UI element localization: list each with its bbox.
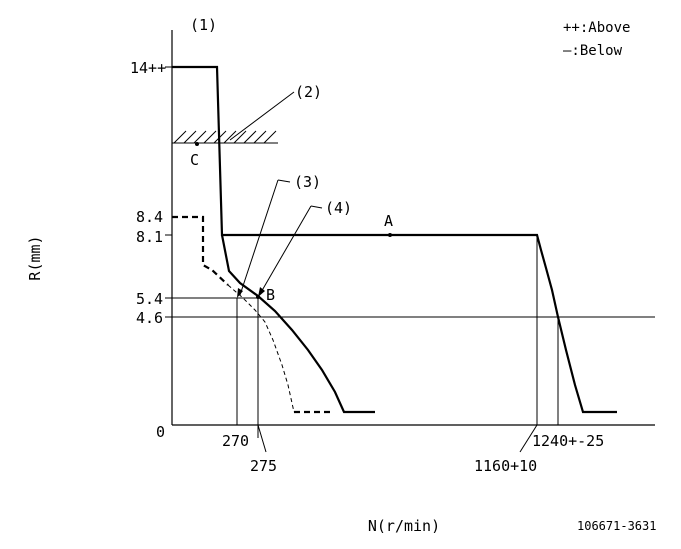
y-tick-14: 14++ <box>130 59 166 77</box>
callout-3-arrow <box>237 288 243 298</box>
y-tick-8-4: 8.4 <box>136 208 163 226</box>
legend-above: ++:Above <box>563 20 630 36</box>
y-axis-label: R(mm) <box>26 235 44 280</box>
stopper-hatching <box>173 130 277 144</box>
callout-3: (3) <box>294 173 321 191</box>
point-a-label: A <box>384 212 393 230</box>
y-tick-4-6: 4.6 <box>136 309 163 327</box>
point-a-dot <box>388 233 392 237</box>
x-tick-1160-leader <box>519 424 538 453</box>
x-tick-270: 270 <box>222 432 249 450</box>
point-c-label: C <box>190 151 199 169</box>
upper-characteristic-curve <box>172 65 617 414</box>
callout-2-leader <box>229 91 295 141</box>
callout-4-leader-a <box>310 205 323 209</box>
lower-characteristic-curve-dashed <box>172 215 229 286</box>
callout-4-leader-b <box>259 205 312 295</box>
callout-3-leader-a <box>277 179 291 183</box>
callout-2: (2) <box>295 83 322 101</box>
x-tick-1240: 1240+-25 <box>532 432 604 450</box>
y-tick-5-4: 5.4 <box>136 290 163 308</box>
x-tick-275-leader <box>257 424 267 453</box>
x-tick-1160: 1160+10 <box>474 457 537 475</box>
drawing-code: 106671-3631 <box>577 519 656 533</box>
droop-curve-solid <box>220 234 375 414</box>
callout-4-arrow <box>258 287 265 297</box>
callout-4: (4) <box>325 199 352 217</box>
point-c-dot <box>195 142 199 146</box>
x-axis-label: N(r/min) <box>368 517 440 535</box>
legend-below: —:Below <box>563 43 623 59</box>
droop-curve-dashed <box>227 284 295 413</box>
point-b-label: B <box>266 286 275 304</box>
y-tick-0: 0 <box>156 423 165 441</box>
callout-3-leader-b <box>239 179 279 296</box>
callout-1: (1) <box>190 16 217 34</box>
x-tick-275: 275 <box>250 457 277 475</box>
y-tick-8-1: 8.1 <box>136 228 163 246</box>
